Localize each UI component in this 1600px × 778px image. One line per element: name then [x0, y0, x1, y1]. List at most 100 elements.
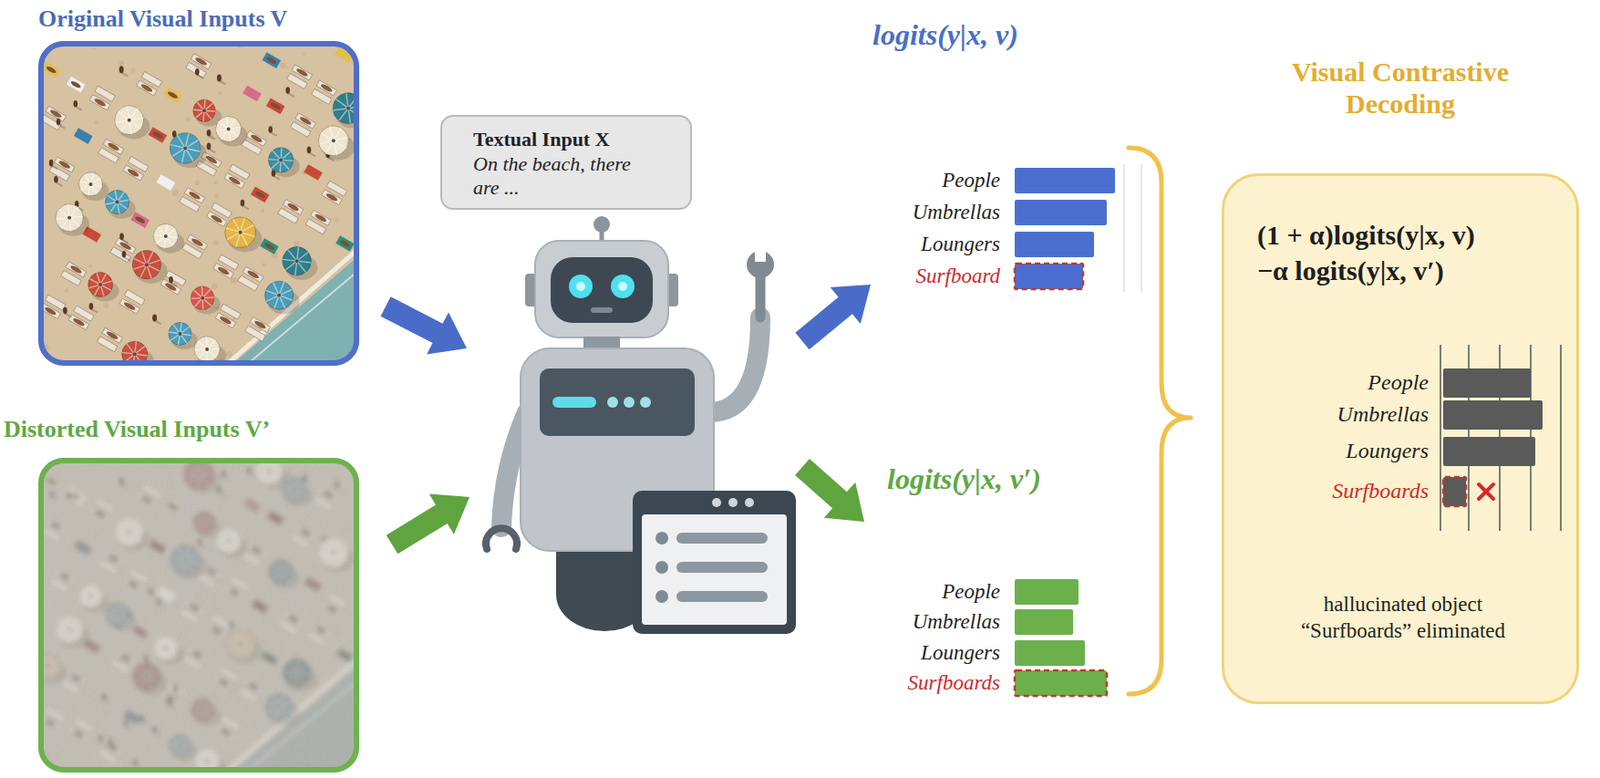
beach-photo: [216, 73, 222, 82]
beach-photo: [88, 272, 120, 302]
wrench: [754, 246, 766, 262]
beach-photo: [136, 80, 158, 96]
beach-photo: [268, 125, 273, 134]
beach-photo: [226, 116, 230, 143]
label-anchor: Surfboard: [916, 262, 1001, 290]
beach-photo: [325, 127, 341, 154]
bar-chart: [1443, 436, 1536, 466]
beach-photo: [227, 225, 254, 240]
beach-photo: [64, 313, 72, 318]
beach-photo: [307, 146, 312, 155]
beach-photo: [190, 286, 221, 315]
bar-chart: [1014, 609, 1074, 635]
beach-photo: [318, 125, 349, 156]
beach-photo: [55, 216, 83, 219]
beach-photo: [172, 140, 198, 157]
beach-photo: [169, 133, 207, 169]
beach-photo: [168, 321, 198, 350]
robot-eye: [618, 281, 628, 291]
distorted-beach-photo: [38, 457, 360, 773]
beach-photo: [88, 280, 113, 289]
beach-photo: [224, 173, 246, 189]
robot-illustration: [485, 216, 796, 634]
beach-photo: [262, 51, 282, 69]
beach-photo: [105, 190, 136, 219]
laptop-icon: [676, 561, 768, 573]
robot-chest: [552, 396, 597, 408]
beach-photo: [288, 92, 295, 97]
beach-photo: [103, 301, 109, 308]
formula-text: (1 + α)logits(y|x, v): [1257, 216, 1559, 253]
beach-photo: [309, 152, 316, 156]
beach-photo: [265, 55, 278, 65]
robot-chest: [640, 396, 651, 408]
beach-photo: [178, 322, 183, 346]
distorted-beach-photo: [38, 457, 360, 773]
beach-photo: [217, 121, 239, 136]
beach-photo: [92, 47, 96, 51]
beach-photo: [170, 144, 201, 153]
beach-photo: [259, 237, 279, 255]
beach-photo: [163, 86, 183, 104]
beach-photo: [169, 133, 201, 165]
beach-photo: [142, 250, 152, 279]
beach-photo: [89, 278, 112, 291]
beach-photo: [134, 215, 146, 225]
beach-photo: [170, 326, 189, 341]
chart-title: logits(y|x, v): [872, 16, 1019, 55]
beach-photo: [120, 108, 138, 133]
label-anchor: Surfboards: [908, 669, 1001, 697]
laptop-icon: [655, 531, 669, 545]
beach-photo: [278, 158, 283, 163]
beach-photo: [114, 190, 120, 215]
robot-face: [550, 257, 653, 323]
beach-photo: [38, 41, 360, 366]
beach-photo: [105, 330, 120, 341]
beach-photo: [64, 288, 69, 292]
beach-photo: [218, 314, 233, 325]
beach-photo: [277, 293, 281, 298]
beach-photo: [194, 336, 220, 362]
beach-photo: [268, 147, 300, 177]
beach-photo: [245, 269, 360, 366]
panel-heading: Original Visual Inputs V: [38, 5, 360, 33]
label-anchor: Loungers: [920, 230, 1001, 259]
beach-photo: [80, 177, 101, 191]
beach-photo: [303, 164, 323, 181]
beach-photo: [295, 258, 300, 263]
bar-chart: [1014, 164, 1561, 696]
beach-photo: [262, 51, 282, 69]
beach-photo: [346, 106, 351, 111]
beach-photo: [168, 331, 192, 336]
beach-photo: [213, 180, 217, 185]
label-anchor: Surfboards: [1331, 476, 1429, 506]
laptop-icon: [712, 497, 722, 507]
beach-photo: [230, 277, 238, 284]
beach-photo: [206, 143, 212, 151]
beach-photo: [321, 189, 343, 206]
beach-photo: [91, 309, 98, 313]
beach-photo: [214, 194, 219, 199]
beach-photo: [73, 127, 93, 145]
beach-photo: [148, 126, 168, 144]
curly-bracket: [1128, 147, 1191, 694]
beach-photo: [270, 132, 278, 136]
beach-photo: [58, 124, 65, 129]
beach-photo: [285, 86, 290, 94]
beach-photo: [134, 258, 160, 271]
beach-photo: [236, 217, 245, 248]
beach-photo: [203, 99, 206, 122]
label-anchor: Loungers: [920, 639, 1001, 667]
beach-photo: [124, 346, 145, 362]
beach-photo: [158, 226, 174, 246]
beach-photo: [70, 80, 83, 90]
beach-photo: [182, 234, 208, 259]
beach-photo: [246, 268, 260, 279]
label-anchor: Umbrellas: [912, 198, 1001, 227]
bar-label: People: [1367, 368, 1429, 397]
robot-arm: [709, 317, 761, 413]
beach-photo: [225, 216, 263, 253]
beach-photo: [110, 192, 124, 213]
beach-photo: [334, 46, 354, 63]
beach-photo: [259, 237, 279, 255]
